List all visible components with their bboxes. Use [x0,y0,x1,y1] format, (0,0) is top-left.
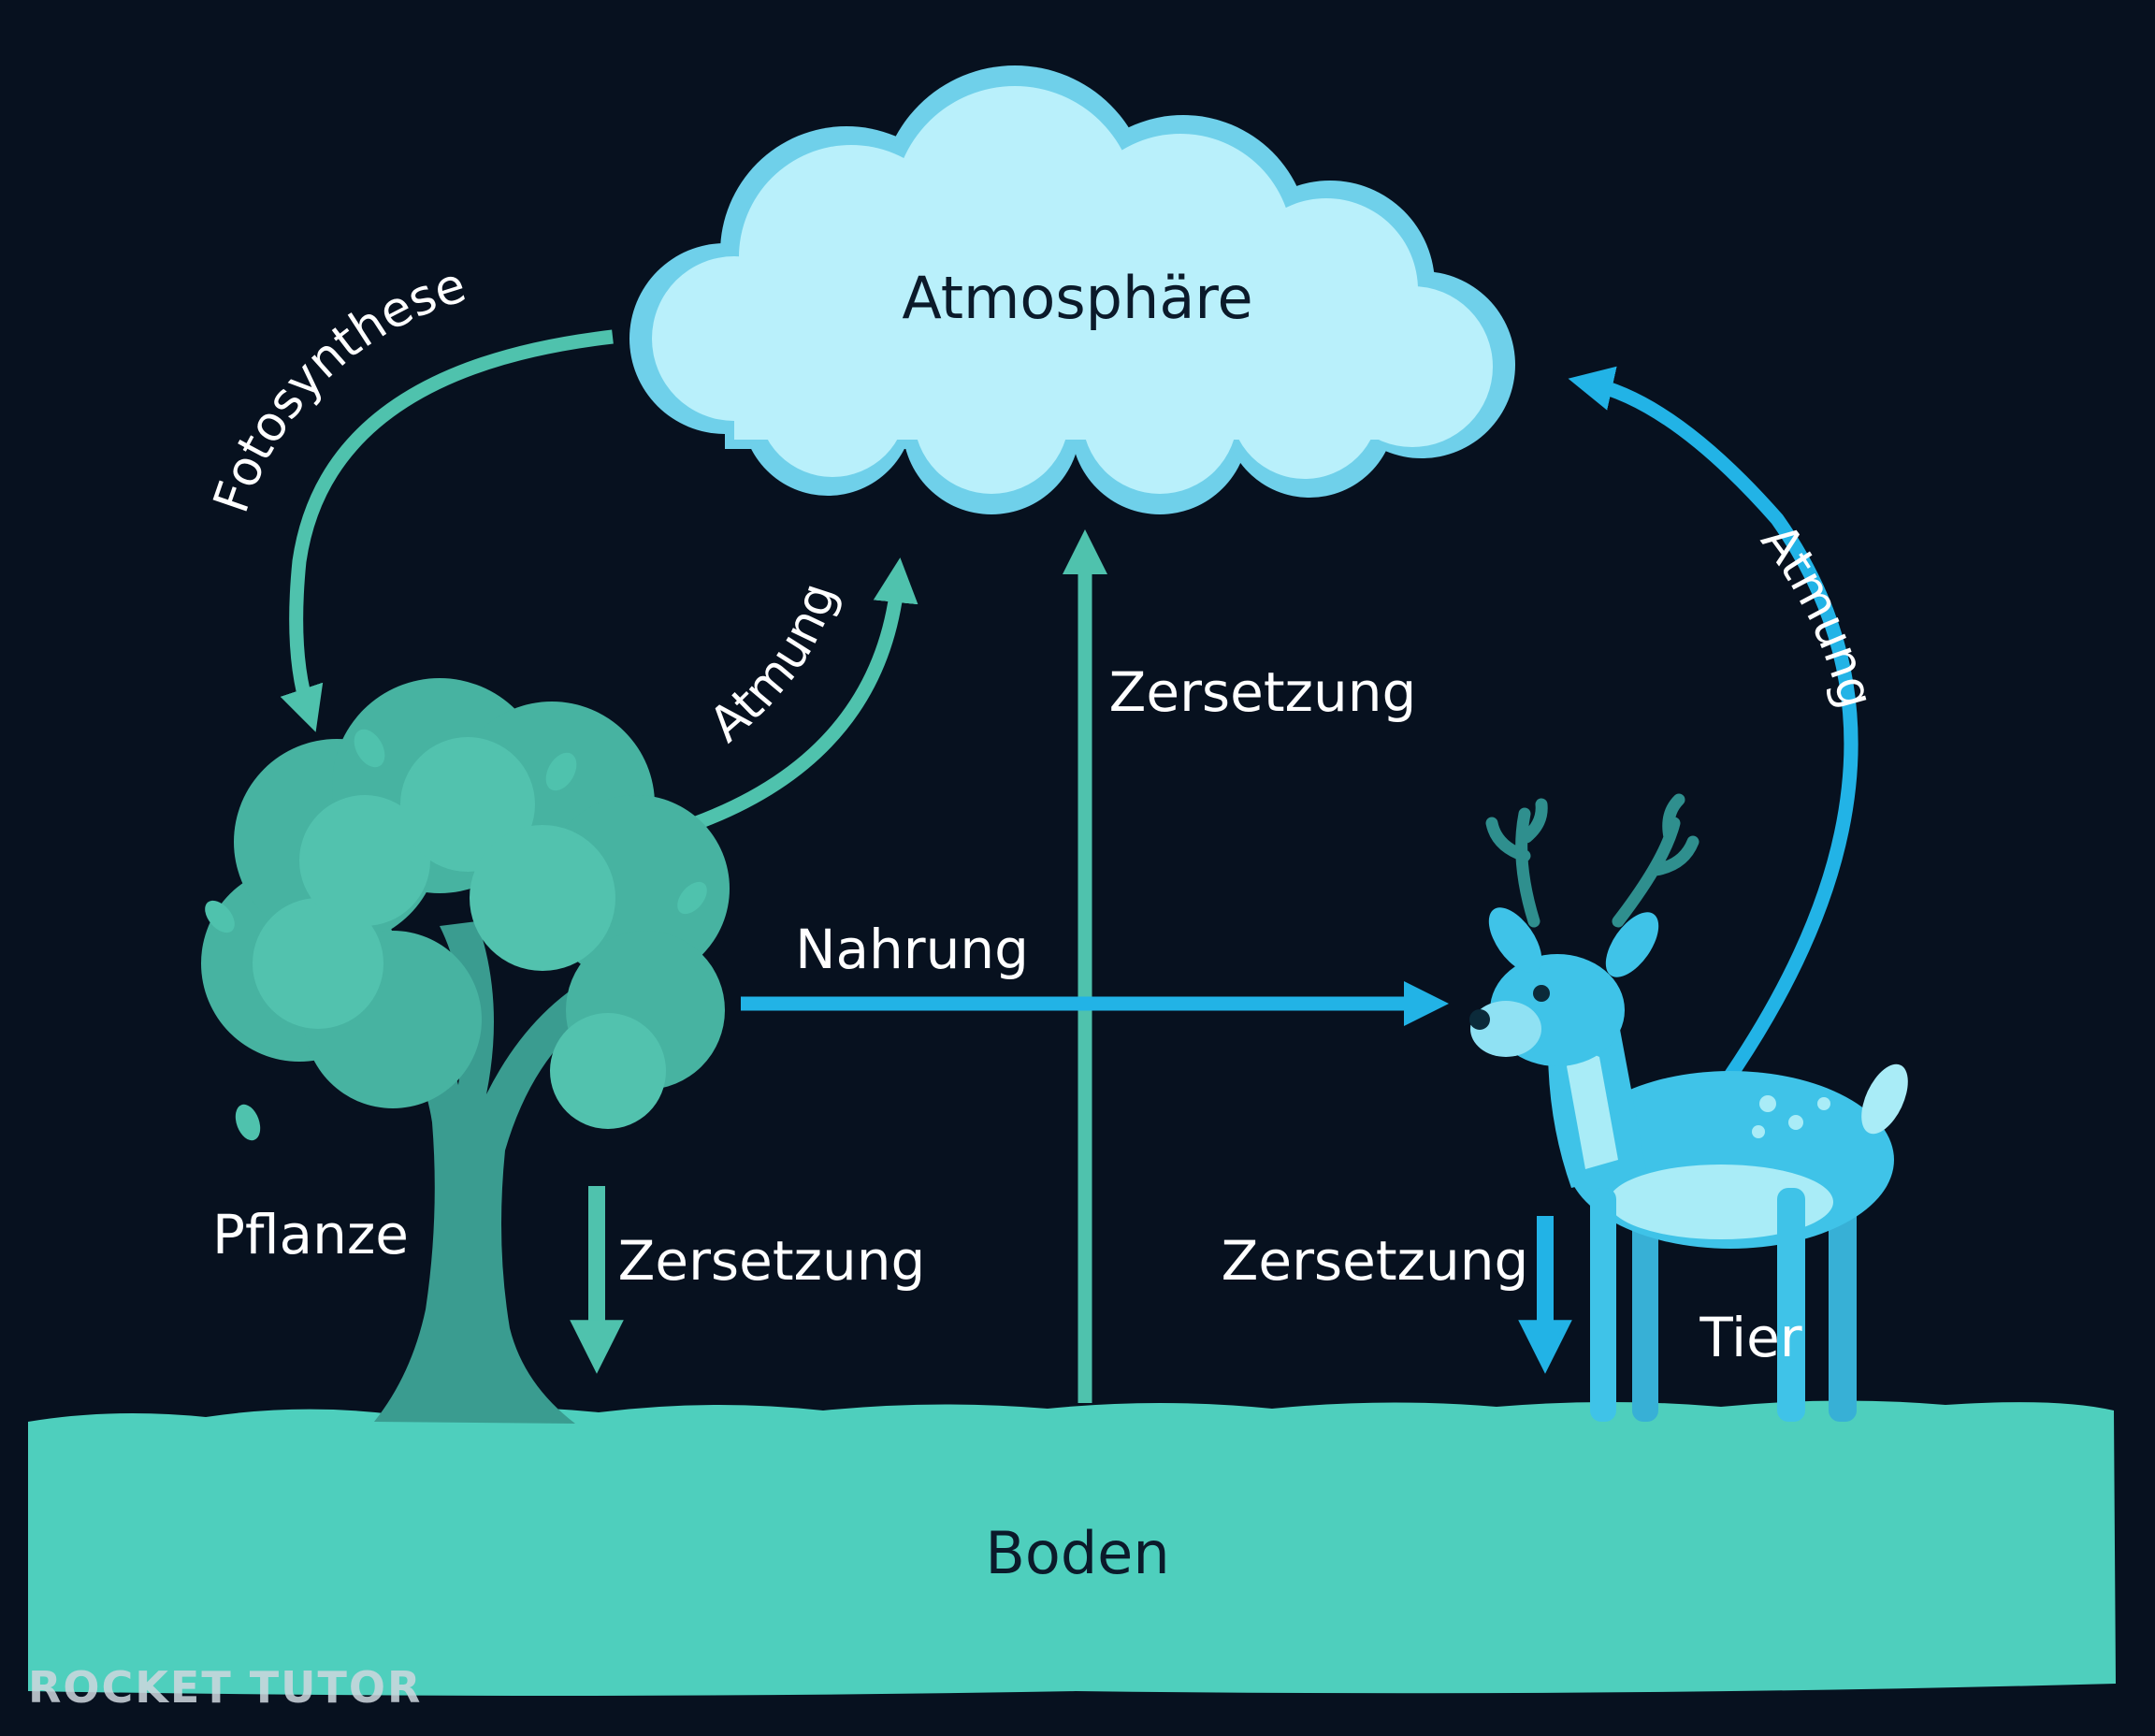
photosynthesis-arrow [280,329,614,732]
food-label: Nahrung [795,918,1029,981]
animal-deer [1469,793,1908,1422]
atmosphere-cloud [629,65,1515,514]
atmosphere-label: Atmosphäre [902,264,1252,332]
plant-label: Pflanze [212,1203,409,1266]
plant-respiration-arrow [666,557,918,840]
svg-text:Atmung: Atmung [700,576,848,753]
plant-respiration-label: Atmung [700,576,848,753]
animal-respiration-arrow [1568,366,1859,1080]
plant-tree [201,678,730,1424]
soil-ground [28,1400,2116,1696]
svg-text:Atmung: Atmung [1750,514,1885,714]
decomposition-center-label: Zersetzung [1109,660,1417,724]
animal-decomposition-label: Zersetzung [1222,1229,1529,1293]
rocket-tutor-logo: ROCKET TUTOR [28,1662,422,1713]
animal-label: Tier [1699,1306,1801,1369]
plant-decomposition-label: Zersetzung [618,1229,926,1293]
animal-respiration-label: Atmung [1750,514,1885,714]
soil-label: Boden [985,1519,1169,1587]
